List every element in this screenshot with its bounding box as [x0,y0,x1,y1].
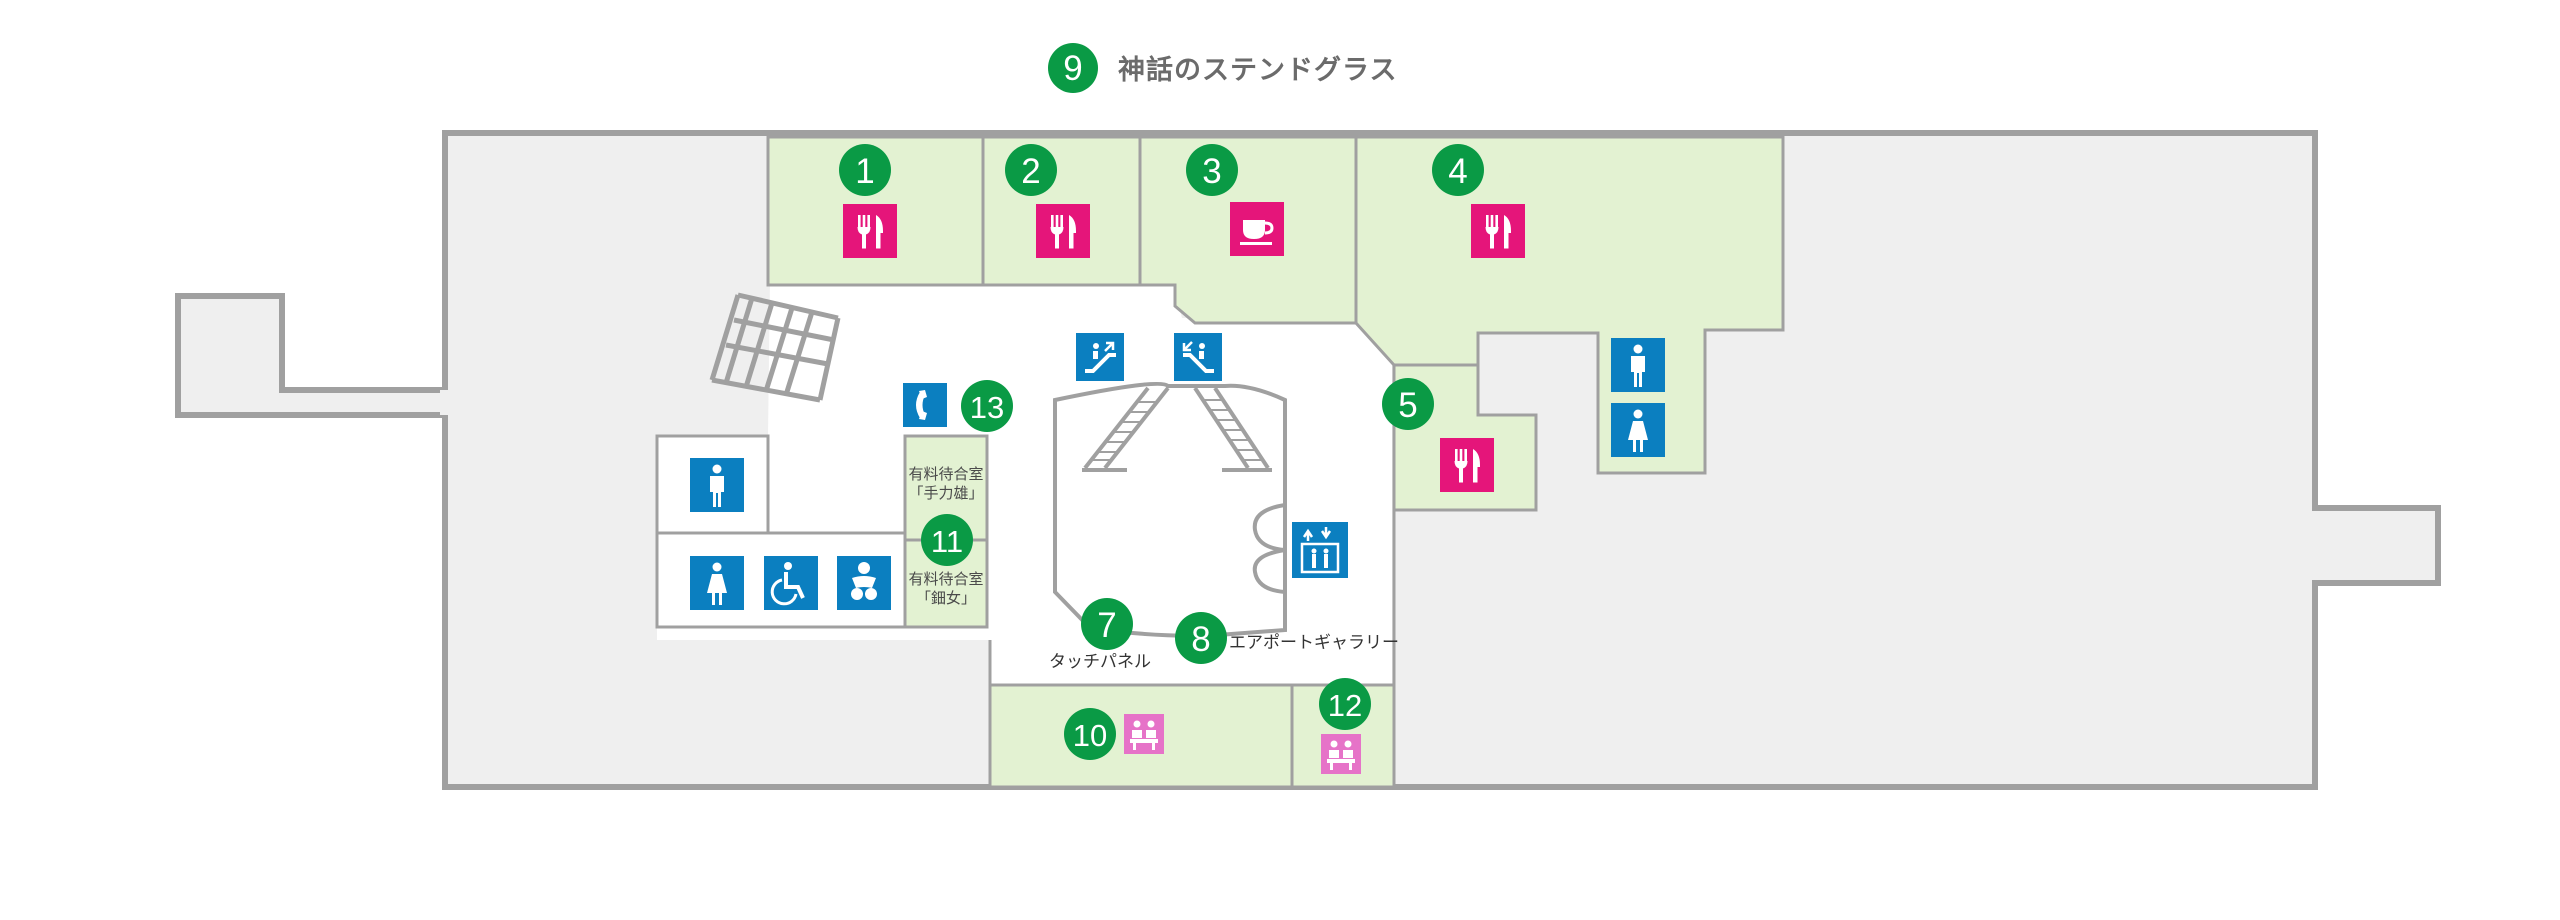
escalator-up-icon [1074,331,1126,383]
map-title-text: 神話のステンドグラス [1118,54,1397,86]
escalator-left [1082,386,1170,472]
marker-number: 3 [1202,152,1221,191]
marker-number: 1 [855,152,874,191]
shop-4 [1354,135,1785,475]
marker-number: 2 [1021,152,1040,191]
marker-11[interactable]: 11 [921,514,973,566]
marker-number: 10 [1073,718,1107,753]
cafe-icon-3 [1228,200,1286,258]
marker-10[interactable]: 10 [1064,708,1116,760]
marker-number: 12 [1328,688,1362,723]
left-wing [175,293,445,418]
escalator-down-icon [1172,331,1224,383]
marker-7[interactable]: 7 タッチパネル [1049,598,1151,672]
right-wing [2315,505,2441,586]
waiting-room-upper-line2: 「手力雄」 [908,484,983,502]
waiting-room-lower-line2: 「鈿女」 [916,589,976,607]
marker-1[interactable]: 1 [839,144,891,196]
phone-icon [903,383,947,427]
waiting-room-upper-line1: 有料待合室 [908,465,983,483]
marker-number: 7 [1097,606,1116,645]
womens-restroom-icon-right [1611,403,1665,457]
escalator-right [1193,386,1272,472]
elevator-icon [1290,520,1350,580]
lounge-icon-12 [1321,734,1361,774]
mens-restroom-icon-right [1611,338,1665,392]
mens-restroom-icon [690,458,744,512]
map-title: 9 神話のステンドグラス [1048,43,1397,93]
womens-restroom-icon [690,556,744,610]
marker-number: 4 [1448,152,1467,191]
marker-13[interactable]: 13 [961,380,1013,432]
marker-number: 13 [970,390,1004,425]
restaurant-icon-4 [1471,204,1525,258]
staircase [709,292,841,403]
marker-12[interactable]: 12 [1319,678,1371,730]
marker-9-number: 9 [1063,49,1082,88]
marker-number: 5 [1398,386,1417,425]
waiting-room-lower-line1: 有料待合室 [908,570,983,588]
marker-4[interactable]: 4 [1432,144,1484,196]
touch-panel-label: タッチパネル [1049,652,1151,672]
marker-2[interactable]: 2 [1005,144,1057,196]
airport-gallery-label: エアポートギャラリー [1229,633,1399,653]
accessible-restroom-icon [762,554,820,612]
marker-8[interactable]: 8 エアポートギャラリー [1175,612,1399,664]
restaurant-icon-1 [843,204,897,258]
lounge-icon-10 [1124,714,1164,754]
marker-9-circle [1048,43,1098,93]
restaurant-icon-5 [1440,438,1494,492]
marker-5[interactable]: 5 [1382,378,1434,430]
marker-number: 8 [1191,620,1210,659]
baby-care-icon [837,556,891,610]
marker-3[interactable]: 3 [1186,144,1238,196]
atrium-void [1053,381,1287,638]
restaurant-icon-2 [1036,204,1090,258]
marker-number: 11 [931,524,963,559]
